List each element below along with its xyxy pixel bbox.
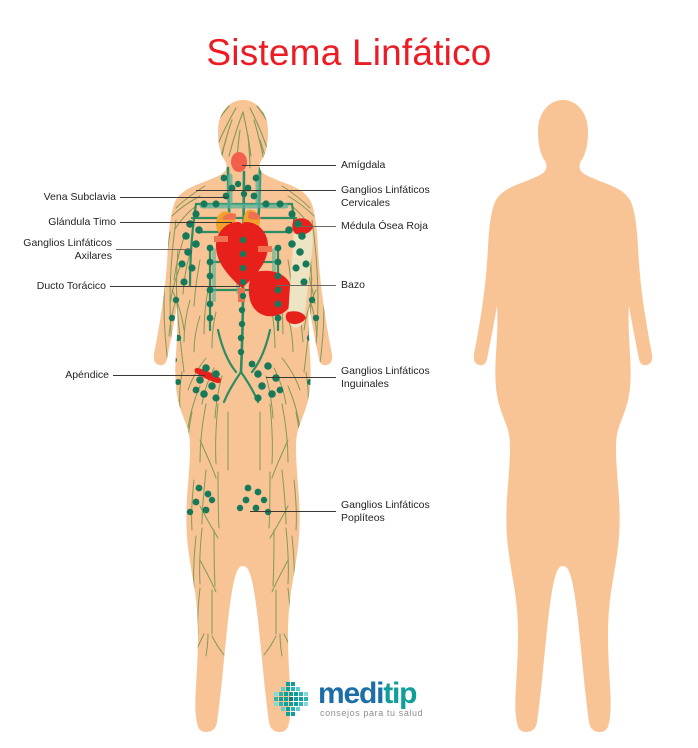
label-glandula-timo: Glándula Timo	[48, 216, 116, 228]
leader-line-medula-osea	[298, 226, 336, 227]
leader-line-cervicales	[196, 190, 336, 191]
label-ducto-toracico: Ducto Torácico	[36, 280, 106, 292]
logo-wordmark-part-one: medi	[318, 677, 384, 710]
label-ganglios-linfaticos-cervicales: Ganglios Linfáticos Cervicales	[341, 184, 430, 209]
leader-line-axilares	[116, 249, 192, 250]
leader-line-bazo	[276, 285, 336, 286]
figure-left-labeled	[153, 100, 333, 732]
leader-line-vena-subclavia	[120, 197, 228, 198]
spleen	[248, 270, 294, 317]
mosaic-cross-icon	[274, 682, 308, 716]
leader-line-glandula-timo	[120, 222, 232, 223]
leader-line-apendice	[113, 375, 205, 376]
lymphatic-network-left	[163, 105, 325, 657]
heart-aux-2	[258, 246, 272, 252]
leader-line-inguinales	[266, 377, 336, 378]
logo-wordmark-part-two: tip	[383, 677, 417, 710]
page-title: Sistema Linfático	[206, 32, 492, 73]
leader-line-amigdala	[242, 165, 336, 166]
label-apendice: Apéndice	[65, 369, 109, 381]
logo-wordmark: meditip	[318, 677, 417, 711]
label-bazo: Bazo	[341, 279, 365, 291]
meditip-logo[interactable]: meditip consejos para tu salud	[272, 677, 442, 724]
lymph-nodes-left	[168, 174, 320, 516]
label-medula-osea-roja: Médula Ósea Roja	[341, 220, 428, 232]
appendix	[194, 367, 221, 384]
label-ganglios-linfaticos-inguinales: Ganglios Linfáticos Inguinales	[341, 365, 430, 390]
leader-line-ducto-toracico	[110, 286, 240, 287]
tonsil-left	[205, 152, 221, 172]
red-bone-marrow-bottom	[285, 311, 306, 325]
label-amigdala: Amígdala	[341, 159, 386, 171]
logo-tagline: consejos para tu salud	[320, 708, 424, 718]
leader-line-popliteos	[250, 511, 336, 512]
label-vena-subclavia: Vena Subclavia	[43, 191, 116, 203]
heart-vessel-left	[222, 213, 236, 220]
tonsil-left-r	[525, 152, 541, 172]
humerus-bone	[288, 220, 313, 328]
heart-aux-1	[214, 236, 228, 242]
label-ganglios-linfaticos-popliteos: Ganglios Linfáticos Poplíteos	[341, 499, 430, 524]
heart-vessel-right	[248, 211, 261, 220]
tonsil-right	[231, 152, 247, 172]
label-ganglios-linfaticos-axilares: Ganglios Linfáticos Axilares	[23, 237, 112, 262]
